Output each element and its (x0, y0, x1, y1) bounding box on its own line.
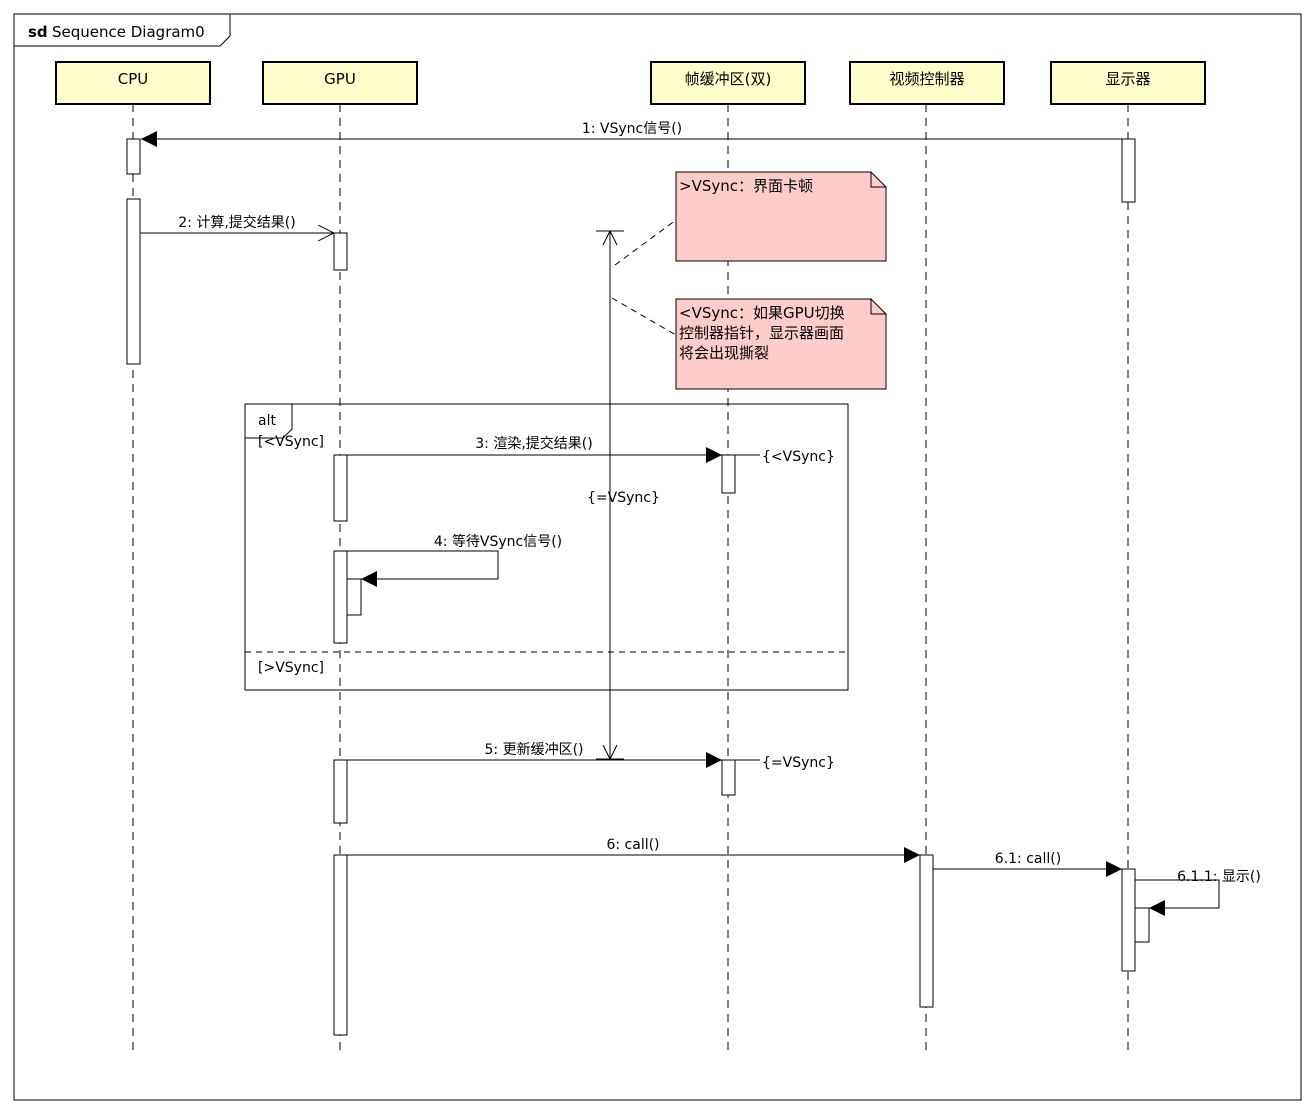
lifelines (132, 104, 1129, 1052)
note-2-line-2: 控制器指针，显示器画面 (679, 324, 844, 342)
message-3[interactable]: 3: 渲染,提交结果() (347, 435, 722, 463)
activation-video-controller (919, 854, 934, 1008)
constraint-eq: {=VSync} (735, 755, 835, 771)
alt-fragment[interactable]: alt [<VSync] [>VSync] (244, 403, 849, 691)
lifeline-head-display[interactable]: 显示器 (1050, 61, 1206, 105)
note-1[interactable]: >VSync：界面卡顿 (614, 171, 887, 266)
frame-name: Sequence Diagram0 (52, 23, 205, 41)
note-2-line-1: <VSync：如果GPU切换 (679, 304, 845, 322)
activation-gpu-3-nested (346, 578, 362, 616)
note-2-line-3: 将会出现撕裂 (679, 344, 769, 362)
lifeline-label-display: 显示器 (1105, 70, 1150, 88)
message-4[interactable]: 4: 等待VSync信号() (347, 533, 562, 587)
message-6-1-label: 6.1: call() (995, 851, 1061, 867)
duration-constraint[interactable]: {=VSync} (587, 230, 660, 760)
message-2[interactable]: 2: 计算,提交结果() (140, 214, 334, 233)
message-5-label: 5: 更新缓冲区() (485, 742, 584, 758)
message-5[interactable]: 5: 更新缓冲区() (347, 742, 722, 768)
duration-constraint-label: {=VSync} (587, 490, 660, 506)
activation-gpu-4 (333, 759, 348, 824)
message-6-1[interactable]: 6.1: call() (933, 851, 1122, 877)
constraint-lt-label: {<VSync} (762, 449, 835, 465)
lifeline-label-gpu: GPU (324, 70, 356, 88)
note-1-line-1: >VSync：界面卡顿 (679, 177, 813, 195)
alt-guard-lt: [<VSync] (258, 434, 324, 450)
activation-gpu-3 (333, 550, 348, 644)
lifeline-head-gpu[interactable]: GPU (262, 61, 418, 105)
constraint-lt: {<VSync} (735, 449, 835, 465)
lifeline-label-cpu: CPU (118, 70, 149, 88)
message-1-label: 1: VSync信号() (582, 121, 682, 137)
activation-gpu-1 (333, 232, 348, 271)
activation-framebuffer-1 (721, 454, 736, 494)
message-6-1-1-label: 6.1.1: 显示() (1177, 869, 1261, 885)
constraint-eq-label: {=VSync} (762, 755, 835, 771)
lifeline-head-video-controller[interactable]: 视频控制器 (849, 61, 1005, 105)
alt-guard-gt: [>VSync] (258, 660, 324, 676)
alt-keyword: alt (258, 413, 276, 429)
diagram-frame (13, 13, 1302, 1101)
activation-gpu-2 (333, 454, 348, 522)
lifeline-label-video-controller: 视频控制器 (889, 70, 964, 88)
lifeline-head-framebuffer[interactable]: 帧缓冲区(双) (650, 61, 806, 105)
message-6-1-1[interactable]: 6.1.1: 显示() (1135, 869, 1261, 916)
message-2-label: 2: 计算,提交结果() (178, 214, 295, 231)
activation-framebuffer-2 (721, 759, 736, 796)
activation-gpu-5 (333, 854, 348, 1036)
message-4-label: 4: 等待VSync信号() (434, 533, 562, 550)
activations (126, 138, 1150, 1036)
activation-display-1 (1121, 138, 1136, 203)
activation-display-2 (1121, 868, 1136, 972)
message-6[interactable]: 6: call() (347, 837, 920, 863)
note-2[interactable]: <VSync：如果GPU切换 控制器指针，显示器画面 将会出现撕裂 (611, 297, 887, 390)
message-1[interactable]: 1: VSync信号() (141, 121, 1122, 147)
lifeline-head-cpu[interactable]: CPU (55, 61, 211, 105)
activation-cpu-1 (126, 138, 141, 175)
frame-keyword: sd (28, 23, 48, 41)
activation-display-2-nested (1134, 907, 1150, 943)
message-3-label: 3: 渲染,提交结果() (475, 435, 592, 452)
frame-title-tab (14, 14, 231, 47)
message-6-label: 6: call() (606, 837, 659, 853)
activation-cpu-2 (126, 198, 141, 365)
lifeline-label-framebuffer: 帧缓冲区(双) (685, 70, 772, 88)
